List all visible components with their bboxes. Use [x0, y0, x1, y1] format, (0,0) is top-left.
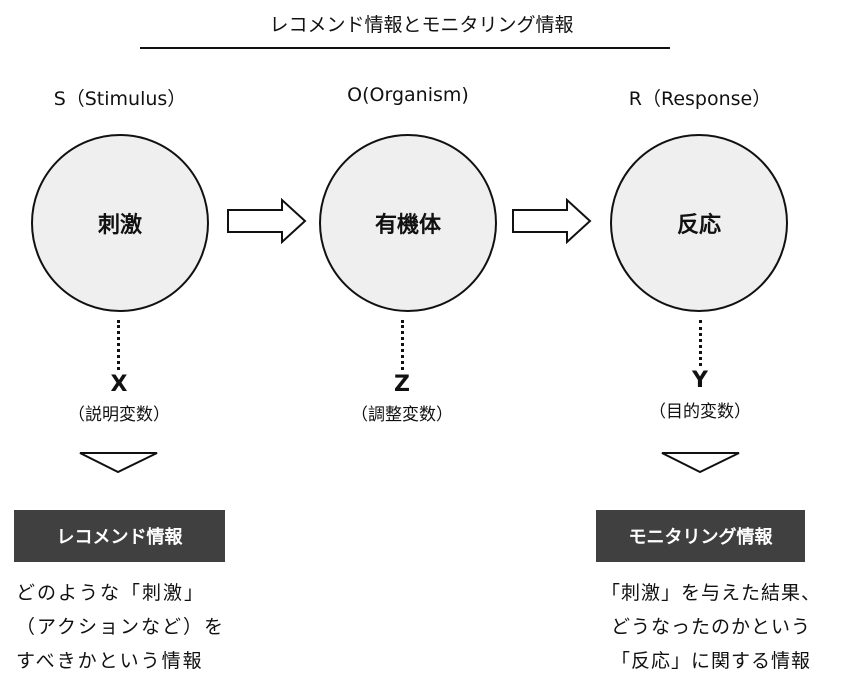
triangle-down-icon: [79, 452, 158, 474]
variable-y: Y: [692, 368, 708, 393]
circle-label: 刺激: [97, 213, 142, 238]
desc-line: 「刺激」を与えた結果、: [600, 582, 821, 604]
circle-stimulus: 刺激: [31, 134, 209, 312]
circle-label: 有機体: [374, 213, 441, 238]
circle-label: 反応: [676, 213, 721, 238]
variable-z: Z: [394, 372, 410, 397]
desc-line: どうなったのかという: [610, 616, 811, 638]
desc-line: （アクションなど）を: [16, 616, 226, 638]
dotted-connector: [117, 320, 120, 370]
recommend-info-box: レコメンド情報: [14, 510, 225, 562]
phase-label-stimulus: S（Stimulus）: [53, 88, 187, 110]
diagram-title: レコメンド情報とモニタリング情報: [269, 14, 574, 36]
monitoring-description: 「刺激」を与えた結果、 どうなったのかという 「反応」に関する情報: [596, 576, 826, 678]
triangle-down-icon: [661, 452, 740, 474]
phase-label-response: R（Response）: [628, 88, 772, 110]
desc-line: すべきかという情報: [16, 650, 204, 672]
variable-z-desc: （調整変数）: [351, 405, 453, 425]
arrow-right-icon: [512, 198, 592, 244]
phase-label-organism: O(Organism): [347, 84, 469, 106]
circle-response: 反応: [610, 134, 788, 312]
dotted-connector: [699, 320, 702, 366]
title-underline: [140, 47, 670, 49]
arrow-right-icon: [227, 198, 307, 244]
variable-x-desc: （説明変数）: [68, 405, 170, 425]
recommend-description: どのような「刺激」 （アクションなど）を すべきかという情報: [16, 576, 225, 678]
desc-line: どのような「刺激」: [16, 582, 206, 604]
variable-y-desc: （目的変数）: [649, 402, 751, 422]
monitoring-info-box: モニタリング情報: [596, 510, 805, 562]
circle-organism: 有機体: [319, 134, 497, 312]
desc-line: 「反応」に関する情報: [610, 650, 811, 672]
dotted-connector: [401, 320, 404, 370]
variable-x: X: [110, 372, 128, 397]
